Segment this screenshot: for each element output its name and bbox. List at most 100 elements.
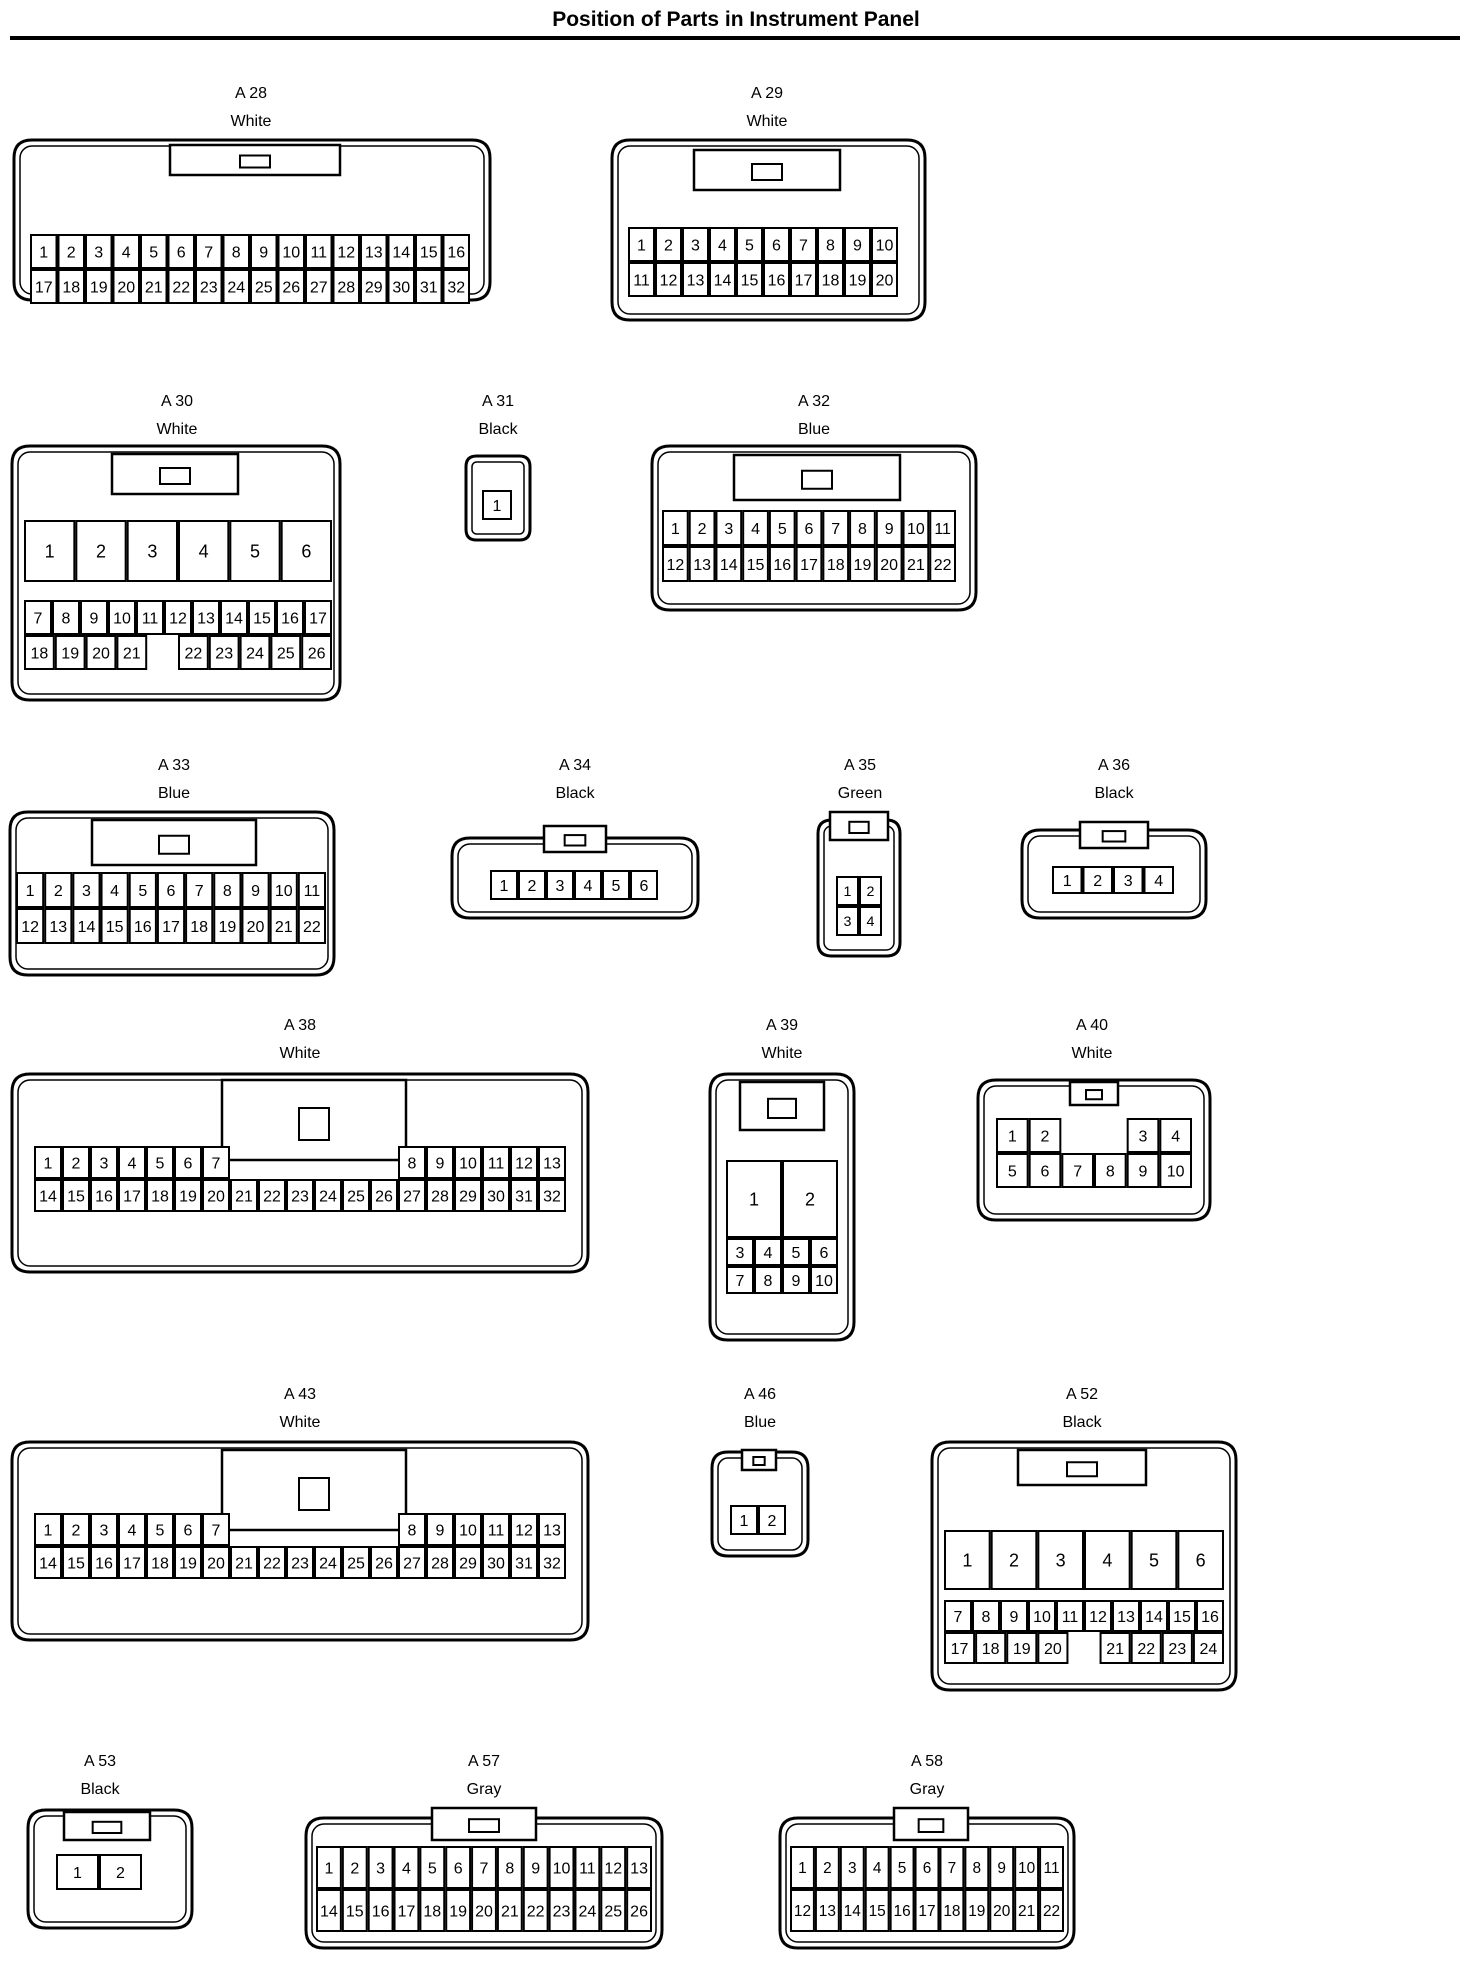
pin-cavity: 19 (964, 1889, 990, 1932)
pin-number: 5 (1008, 1163, 1017, 1180)
pin-number: 21 (1018, 1903, 1035, 1920)
pin-cavity: 5 (140, 234, 168, 269)
pin-cavity: 11 (574, 1846, 601, 1889)
housing-inner-line (17, 1447, 583, 1635)
pin-number: 18 (943, 1903, 960, 1920)
pin-cavity: 2 (758, 1505, 786, 1535)
pin-cavity: 19 (844, 262, 871, 297)
pin-number: 17 (309, 610, 327, 627)
pin-cavity: 14 (34, 1546, 62, 1579)
pin-number: 17 (951, 1641, 969, 1658)
pin-cavity: 25 (270, 635, 302, 670)
pin-number: 3 (691, 237, 700, 254)
pin-number: 15 (869, 1903, 886, 1920)
pin-cavity: 11 (297, 872, 326, 908)
pin-cavity: 18 (185, 908, 214, 944)
connector-housing (650, 444, 978, 612)
pin-number: 22 (185, 645, 203, 662)
pin-cavity: 3 (90, 1513, 118, 1546)
pin-cavity: 21 (1014, 1889, 1040, 1932)
pin-number: 6 (805, 521, 814, 538)
pin-cavity: 21 (269, 908, 298, 944)
pin-cavity: 16 (763, 262, 790, 297)
pin-number: 15 (1173, 1609, 1191, 1626)
pin-number: 4 (584, 878, 593, 895)
pin-cavity: 6 (174, 1513, 202, 1546)
pin-cavity: 9 (426, 1146, 454, 1179)
pin-number: 10 (113, 610, 131, 627)
pin-number: 6 (454, 1860, 463, 1877)
pin-cavity: 2 (44, 872, 73, 908)
connector-color: Blue (158, 785, 190, 802)
pin-number: 17 (123, 1555, 141, 1572)
pin-cavity: 4 (393, 1846, 420, 1889)
pin-cavity: 13 (538, 1146, 566, 1179)
pin-cavity: 6 (763, 227, 790, 262)
pin-cavity: 28 (332, 269, 360, 304)
connector-color: Blue (744, 1414, 776, 1431)
pin-cavity: 1 (490, 870, 518, 900)
pin-cavity: 5 (1130, 1530, 1178, 1590)
pin-cavity: 10 (1159, 1153, 1193, 1188)
pin-number: 6 (301, 541, 311, 561)
lock-latch (751, 163, 783, 181)
pin-cavity: 2 (782, 1160, 838, 1238)
pin-number: 12 (660, 272, 678, 289)
pin-number: 15 (741, 272, 759, 289)
pin-number: 2 (72, 1155, 81, 1172)
pin-number: 1 (844, 884, 852, 900)
pin-cavity: 2 (655, 227, 682, 262)
pin-number: 7 (831, 521, 840, 538)
connector-color: White (280, 1414, 321, 1431)
title-rule (10, 36, 1460, 40)
pin-cavity: 5 (996, 1153, 1029, 1188)
pin-number: 26 (375, 1555, 393, 1572)
pin-cavity: 30 (387, 269, 415, 304)
pin-cavity: 3 (1126, 1118, 1160, 1153)
pin-number: 32 (447, 279, 465, 296)
connector-housing (450, 836, 700, 920)
pin-cavity: 5 (229, 520, 281, 582)
pin-number: 14 (225, 610, 243, 627)
pin-number: 26 (308, 645, 326, 662)
pin-number: 5 (792, 1245, 801, 1262)
pin-number: 1 (1063, 873, 1072, 890)
pin-cavity: 1 (662, 510, 689, 546)
pin-number: 21 (1106, 1641, 1124, 1658)
connector-color: White (280, 1045, 321, 1062)
pin-cavity: 5 (602, 870, 630, 900)
pin-cavity: 17 (118, 1546, 146, 1579)
pin-cavity: 19 (54, 635, 86, 670)
pin-number: 8 (858, 521, 867, 538)
pin-number: 16 (281, 610, 299, 627)
pin-cavity: 6 (156, 872, 186, 908)
pin-cavity: 2 (688, 510, 716, 546)
pin-number: 9 (436, 1522, 445, 1539)
pin-cavity: 13 (44, 908, 73, 944)
pin-cavity: 1 (836, 876, 859, 906)
pin-cavity: 2 (1028, 1118, 1062, 1153)
pin-number: 12 (169, 610, 187, 627)
pin-cavity: 29 (454, 1546, 482, 1579)
pin-number: 25 (604, 1903, 622, 1920)
pin-number: 3 (1124, 873, 1133, 890)
connector-code: A 40 (1076, 1017, 1108, 1034)
pin-number: 16 (95, 1188, 113, 1205)
pin-cavity: 11 (305, 234, 333, 269)
pin-number: 8 (408, 1155, 417, 1172)
connector-housing (976, 1078, 1212, 1222)
pin-number: 8 (973, 1860, 982, 1877)
pin-number: 26 (282, 279, 300, 296)
pin-cavity: 26 (370, 1179, 398, 1212)
connector-housing (10, 1072, 590, 1274)
pin-cavity: 8 (849, 510, 876, 546)
connector-code: A 43 (284, 1386, 316, 1403)
pin-cavity: 4 (864, 1846, 890, 1889)
pin-cavity: 1 (316, 1846, 342, 1889)
